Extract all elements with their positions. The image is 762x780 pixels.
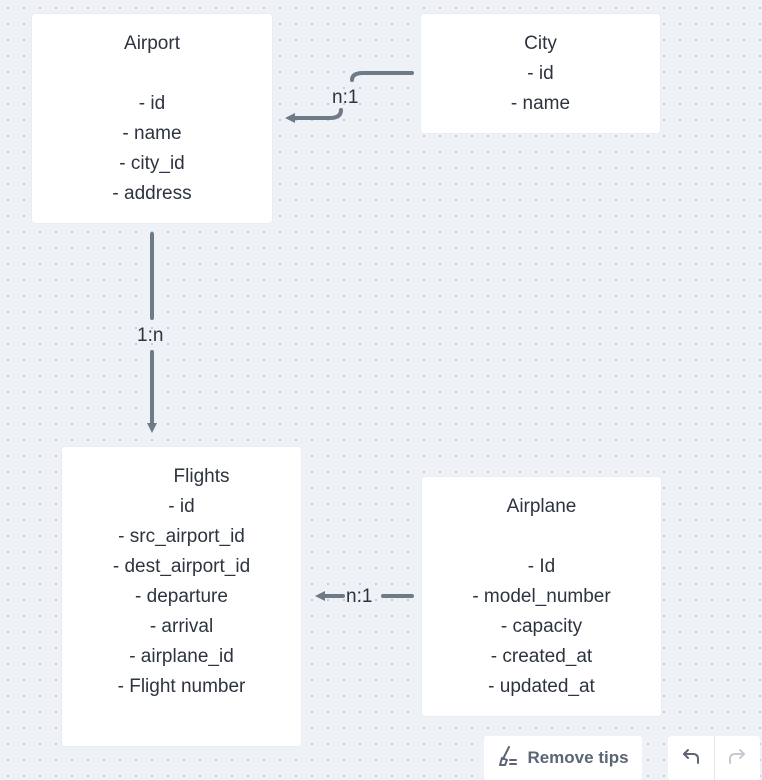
entity-field: - airplane_id	[129, 646, 234, 667]
history-controls	[668, 736, 760, 780]
entity-field: - name	[510, 93, 571, 114]
entity-field: - dest_airport_id	[112, 556, 251, 577]
divider	[713, 736, 715, 780]
entity-field: - address	[112, 183, 192, 204]
entity-card-city[interactable]: City - id - name	[421, 14, 660, 133]
entity-card-airplane[interactable]: Airplane - Id - model_number - capacity …	[422, 477, 661, 716]
undo-icon	[680, 745, 702, 772]
entity-line	[32, 59, 272, 89]
entity-line	[422, 522, 661, 552]
relation-label-airplane-flights: n:1	[346, 586, 373, 607]
redo-button[interactable]	[714, 736, 760, 780]
redo-icon	[726, 745, 748, 772]
entity-field: - id	[527, 63, 554, 84]
entity-card-flights[interactable]: Flights - id - src_airport_id - dest_air…	[62, 447, 301, 746]
entity-field: - arrival	[149, 616, 214, 637]
entity-title: Airplane	[506, 496, 577, 517]
entity-field: - name	[122, 123, 182, 144]
entity-title: City	[524, 33, 557, 54]
broom-icon	[497, 745, 519, 772]
entity-field: - src_airport_id	[118, 526, 245, 547]
entity-title: Airport	[124, 33, 180, 54]
entity-field: - departure	[135, 586, 228, 607]
entity-field: - created_at	[490, 646, 593, 667]
entity-field: - city_id	[119, 153, 185, 174]
relation-label-city-airport: n:1	[332, 87, 359, 108]
remove-tips-button[interactable]: Remove tips	[484, 736, 642, 780]
entity-field: - capacity	[500, 616, 583, 637]
entity-field: - model_number	[472, 586, 611, 607]
entity-field: - id	[138, 93, 166, 114]
remove-tips-label: Remove tips	[527, 748, 629, 767]
relation-label-airport-flights: 1:n	[137, 325, 164, 346]
entity-field: - Id	[527, 556, 556, 577]
entity-title: Flights	[173, 466, 230, 487]
entity-field: - Flight number	[117, 676, 246, 697]
entity-card-airport[interactable]: Airport - id - name - city_id - address	[32, 14, 272, 223]
entity-field: - updated_at	[488, 676, 595, 697]
city-airport-connector[interactable]	[350, 71, 414, 82]
undo-button[interactable]	[668, 736, 714, 780]
entity-field: - id	[168, 496, 195, 517]
city-airport-connector-lower[interactable]	[285, 108, 343, 123]
